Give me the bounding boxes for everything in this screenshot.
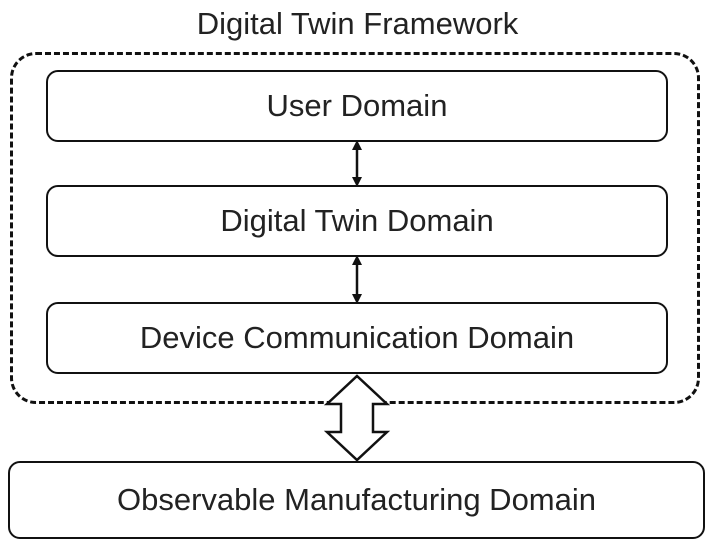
device-communication-domain-box: Device Communication Domain xyxy=(46,302,668,374)
diagram-title: Digital Twin Framework xyxy=(196,6,519,41)
digital-twin-domain-label: Digital Twin Domain xyxy=(220,203,494,238)
user-domain-box: User Domain xyxy=(46,70,668,142)
device-communication-domain-label: Device Communication Domain xyxy=(139,320,575,355)
observable-manufacturing-domain-label: Observable Manufacturing Domain xyxy=(116,482,597,517)
user-domain-label: User Domain xyxy=(266,88,448,123)
observable-manufacturing-domain-box: Observable Manufacturing Domain xyxy=(8,461,705,539)
digital-twin-domain-box: Digital Twin Domain xyxy=(46,185,668,257)
